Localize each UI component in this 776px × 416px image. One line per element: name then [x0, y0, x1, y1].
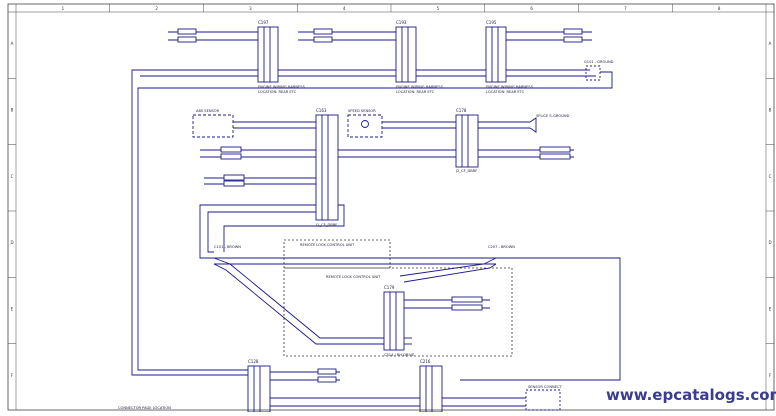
column-marker: 7	[624, 6, 627, 11]
top-middle-block	[298, 26, 486, 83]
connector-label-c178: C178	[456, 108, 467, 113]
bottom-right-block	[419, 365, 561, 413]
connector-block-c163	[315, 114, 339, 221]
abs-sensor-box	[192, 114, 234, 138]
sheet-border	[7, 3, 775, 411]
middle-left-block	[192, 114, 456, 221]
column-marker: 5	[437, 6, 440, 11]
sensor-connector-box	[525, 389, 561, 411]
watermark-text: www.epcatalogs.com	[606, 386, 776, 404]
connector-label-c193: C193	[396, 20, 407, 25]
location-label-3b: LOCATION: REAR ETC	[486, 90, 525, 94]
loop-left-lower	[199, 204, 316, 259]
connector-label-c163: C163	[316, 108, 327, 113]
column-ticks: 1 2 3 4 5 6 7 8	[62, 4, 721, 12]
bottom-right-tag: SENSOR CONNECT	[528, 385, 562, 389]
bottom-left-block	[247, 365, 420, 413]
row-marker: E	[11, 307, 14, 312]
top-right-block	[485, 26, 613, 83]
row-marker: A	[11, 41, 14, 46]
splice-tag: SPLICE S-GROUND	[536, 114, 570, 118]
row-marker: B	[769, 108, 772, 113]
column-marker: 6	[530, 6, 533, 11]
connector-label-c179: C179	[384, 285, 395, 290]
right-tag: C207 - BROWN	[488, 245, 515, 249]
column-marker: 1	[62, 6, 65, 11]
column-marker: 8	[718, 6, 721, 11]
top-left-block	[140, 26, 396, 83]
speed-sensor-box	[347, 114, 383, 138]
connector-block-c216	[419, 365, 443, 413]
location-label-1b: LOCATION: REAR ETC	[258, 90, 297, 94]
location-label-2: ENGINE WIRING HARNESS	[396, 85, 444, 89]
connector-block-c195	[485, 26, 507, 83]
mid-connector-label-2: J2_CF_DBRF	[455, 169, 477, 173]
remote-lock-unit-top	[283, 239, 391, 269]
location-label-1: ENGINE WIRING HARNESS	[258, 85, 306, 89]
diag-wire-3	[399, 257, 497, 277]
row-marker: E	[769, 307, 772, 312]
connector-label-c216: C216	[420, 359, 431, 364]
column-marker: 4	[343, 6, 346, 11]
connector-label-c197: C197	[258, 20, 269, 25]
bottom-left-tag: CONNECTOR PAGE LOCATION	[118, 406, 171, 410]
row-ticks: A A B B C C D D E E F F	[8, 41, 774, 378]
central-connector	[383, 291, 490, 351]
column-marker: 3	[249, 6, 252, 11]
location-label-2b: LOCATION: REAR ETC	[396, 90, 435, 94]
loop-return	[223, 204, 345, 252]
row-marker: F	[769, 373, 772, 378]
left-tag: C101 - BROWN	[214, 245, 241, 249]
abs-sensor-label: ABS SENSOR	[196, 109, 220, 113]
loop-left-upper	[207, 211, 316, 253]
main-left-trunk	[131, 69, 248, 376]
main-ground-loop	[137, 80, 613, 371]
bottom-connector-label: C314 / RH DRIVE	[384, 353, 415, 357]
diag-wire-2	[213, 263, 384, 345]
remote-lock-unit-bottom	[283, 267, 513, 357]
diag-wire-1	[213, 257, 384, 339]
column-marker: 2	[155, 6, 158, 11]
connector-label-c195: C195	[486, 20, 497, 25]
row-marker: C	[769, 174, 772, 179]
row-marker: F	[11, 373, 14, 378]
connector-block-c197	[257, 26, 279, 83]
connector-label-c128: C128	[248, 359, 259, 364]
row-marker: D	[768, 240, 771, 245]
connector-block-c128	[247, 365, 271, 413]
ground-connector-top	[585, 65, 601, 81]
row-marker: C	[11, 174, 14, 179]
connector-block-c179	[383, 291, 405, 351]
row-marker: D	[10, 240, 13, 245]
diag-wire-4	[403, 263, 497, 283]
control-unit-label-top: REMOTE LOCK CONTROL UNIT	[300, 243, 355, 247]
speed-sensor-label: SPEED SENSOR	[348, 109, 376, 113]
location-label-3: ENGINE WIRING HARNESS	[486, 85, 534, 89]
right-trunk-2	[460, 257, 621, 381]
row-marker: B	[11, 108, 14, 113]
mid-connector-label-1: J1_CF_DBRF	[315, 223, 337, 227]
row-marker: A	[769, 41, 772, 46]
connector-block-c178	[455, 114, 479, 168]
control-unit-label-mid: REMOTE LOCK CONTROL UNIT	[326, 275, 381, 279]
connector-block-c193	[395, 26, 417, 83]
ground-tag: G101 - GROUND	[584, 60, 614, 64]
middle-right-block	[347, 114, 574, 168]
